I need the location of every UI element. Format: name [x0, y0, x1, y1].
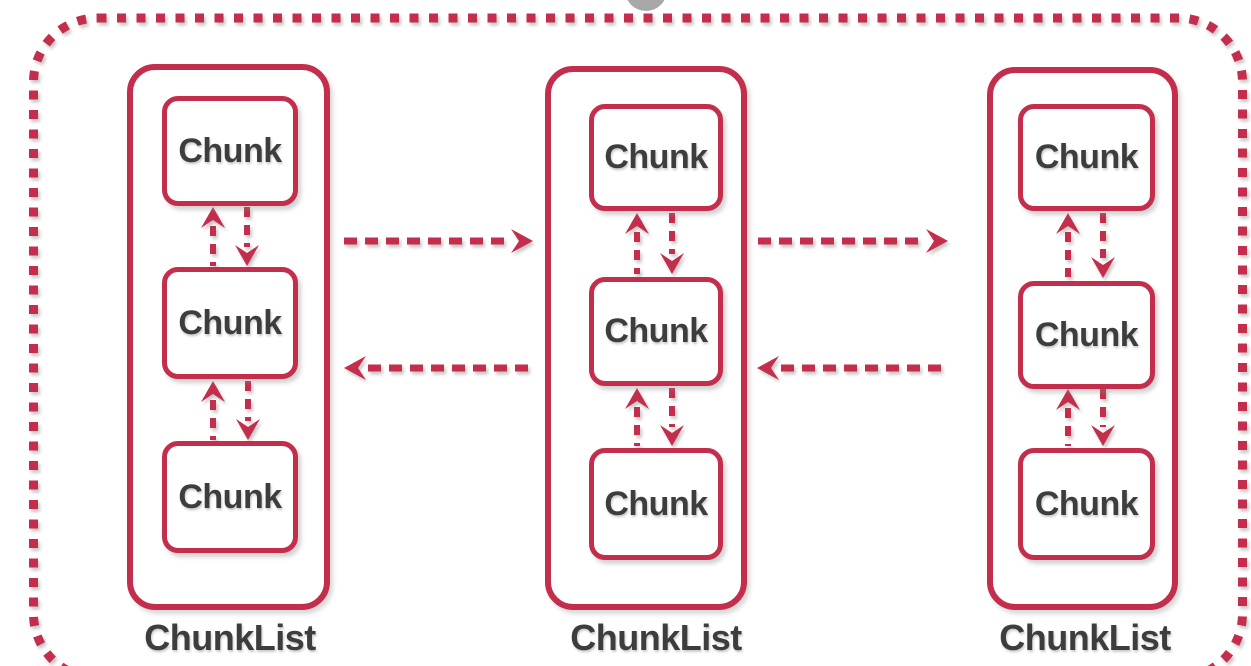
up-arrow-list2-gap2-icon — [625, 388, 649, 446]
down-arrow-list2-gap1-icon — [660, 213, 684, 274]
chunklist-container-3 — [987, 67, 1178, 610]
down-arrow-list3-gap2-icon — [1091, 389, 1115, 446]
top-notch-circle-icon — [625, 0, 667, 11]
chunklist-label-2: ChunkList — [570, 617, 742, 658]
backward-arrow-list3-list2-icon — [757, 356, 945, 380]
chunk-box-2-3: Chunk — [589, 448, 723, 560]
chunk-box-3-3: Chunk — [1018, 448, 1155, 560]
chunklist-label-3: ChunkList — [999, 617, 1171, 658]
up-arrow-list1-gap2-icon — [201, 381, 225, 440]
up-arrow-list3-gap2-icon — [1056, 389, 1080, 446]
down-arrow-list2-gap2-icon — [660, 388, 684, 446]
chunklist-label-1: ChunkList — [144, 617, 316, 658]
up-arrow-list3-gap1-icon — [1056, 213, 1080, 277]
chunklist-container-2 — [545, 66, 747, 610]
chunk-box-1-3: Chunk — [162, 441, 298, 553]
chunk-box-1-2: Chunk — [162, 267, 298, 379]
chunk-box-3-2: Chunk — [1018, 281, 1155, 389]
forward-arrow-list2-list3-icon — [758, 229, 948, 253]
backward-arrow-list2-list1-icon — [344, 356, 532, 380]
up-arrow-list1-gap1-icon — [201, 207, 225, 266]
chunk-box-1-1: Chunk — [162, 96, 298, 206]
chunklist-container-1 — [127, 64, 330, 610]
up-arrow-list2-gap1-icon — [625, 213, 649, 274]
chunk-box-2-2: Chunk — [589, 277, 723, 386]
down-arrow-list1-gap2-icon — [236, 381, 260, 440]
down-arrow-list1-gap1-icon — [235, 207, 259, 266]
chunk-box-2-1: Chunk — [589, 104, 723, 211]
chunk-box-3-1: Chunk — [1018, 104, 1155, 211]
forward-arrow-list1-list2-icon — [344, 229, 533, 253]
dashed-boundary-icon — [29, 13, 1247, 666]
down-arrow-list3-gap1-icon — [1091, 213, 1115, 278]
